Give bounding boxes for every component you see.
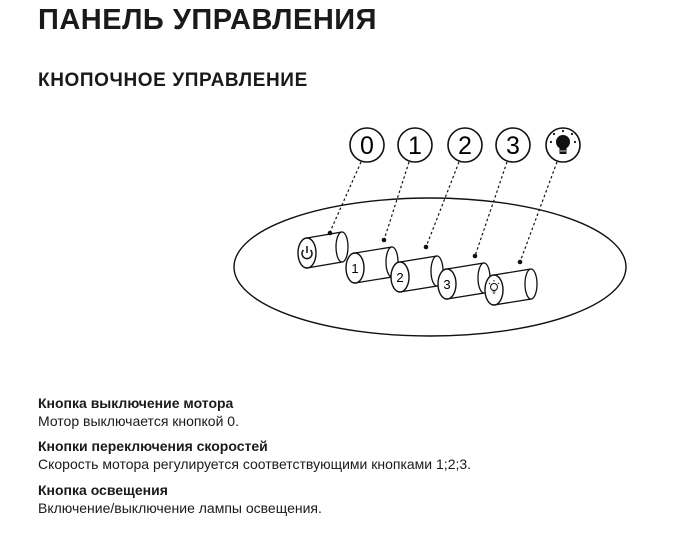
button-2-label: 2 bbox=[396, 270, 403, 285]
button-speed-3: 3 bbox=[437, 253, 491, 300]
callout-1: 1 bbox=[397, 127, 433, 163]
callout-3: 3 bbox=[495, 127, 531, 163]
button-3-label: 3 bbox=[443, 277, 450, 292]
description-speeds-text: Скорость мотора регулируется соответству… bbox=[38, 456, 472, 472]
button-light bbox=[484, 259, 538, 306]
light-bulb-icon bbox=[488, 280, 500, 294]
description-power-text: Мотор выключается кнопкой 0. bbox=[38, 413, 239, 429]
button-1-label: 1 bbox=[351, 261, 358, 276]
control-panel-diagram: 0 1 2 3 bbox=[233, 127, 627, 337]
callout-0-label: 0 bbox=[360, 132, 374, 160]
button-speed-2: 2 bbox=[390, 244, 444, 293]
description-power-heading: Кнопка выключение мотора bbox=[38, 395, 234, 411]
callout-2: 2 bbox=[447, 127, 483, 163]
description-light: Кнопка освещения Включение/выключение ла… bbox=[38, 481, 322, 517]
callout-1-label: 1 bbox=[408, 132, 422, 160]
description-power: Кнопка выключение мотора Мотор выключает… bbox=[38, 394, 239, 430]
description-light-heading: Кнопка освещения bbox=[38, 482, 168, 498]
description-speeds-heading: Кнопки переключения скоростей bbox=[38, 438, 268, 454]
power-icon bbox=[301, 246, 313, 260]
callout-0: 0 bbox=[349, 127, 385, 163]
description-speeds: Кнопки переключения скоростей Скорость м… bbox=[38, 437, 471, 473]
callout-3-label: 3 bbox=[506, 132, 520, 160]
section-title: КНОПОЧНОЕ УПРАВЛЕНИЕ bbox=[38, 70, 308, 91]
leader-lines bbox=[329, 161, 558, 263]
panel-outline bbox=[233, 197, 627, 337]
callout-2-label: 2 bbox=[458, 132, 472, 160]
page-title: ПАНЕЛЬ УПРАВЛЕНИЯ bbox=[38, 4, 377, 36]
light-bulb-icon bbox=[549, 129, 577, 154]
callout-light bbox=[545, 127, 581, 163]
button-power bbox=[297, 230, 349, 269]
description-light-text: Включение/выключение лампы освещения. bbox=[38, 500, 322, 516]
button-speed-1: 1 bbox=[345, 237, 399, 284]
